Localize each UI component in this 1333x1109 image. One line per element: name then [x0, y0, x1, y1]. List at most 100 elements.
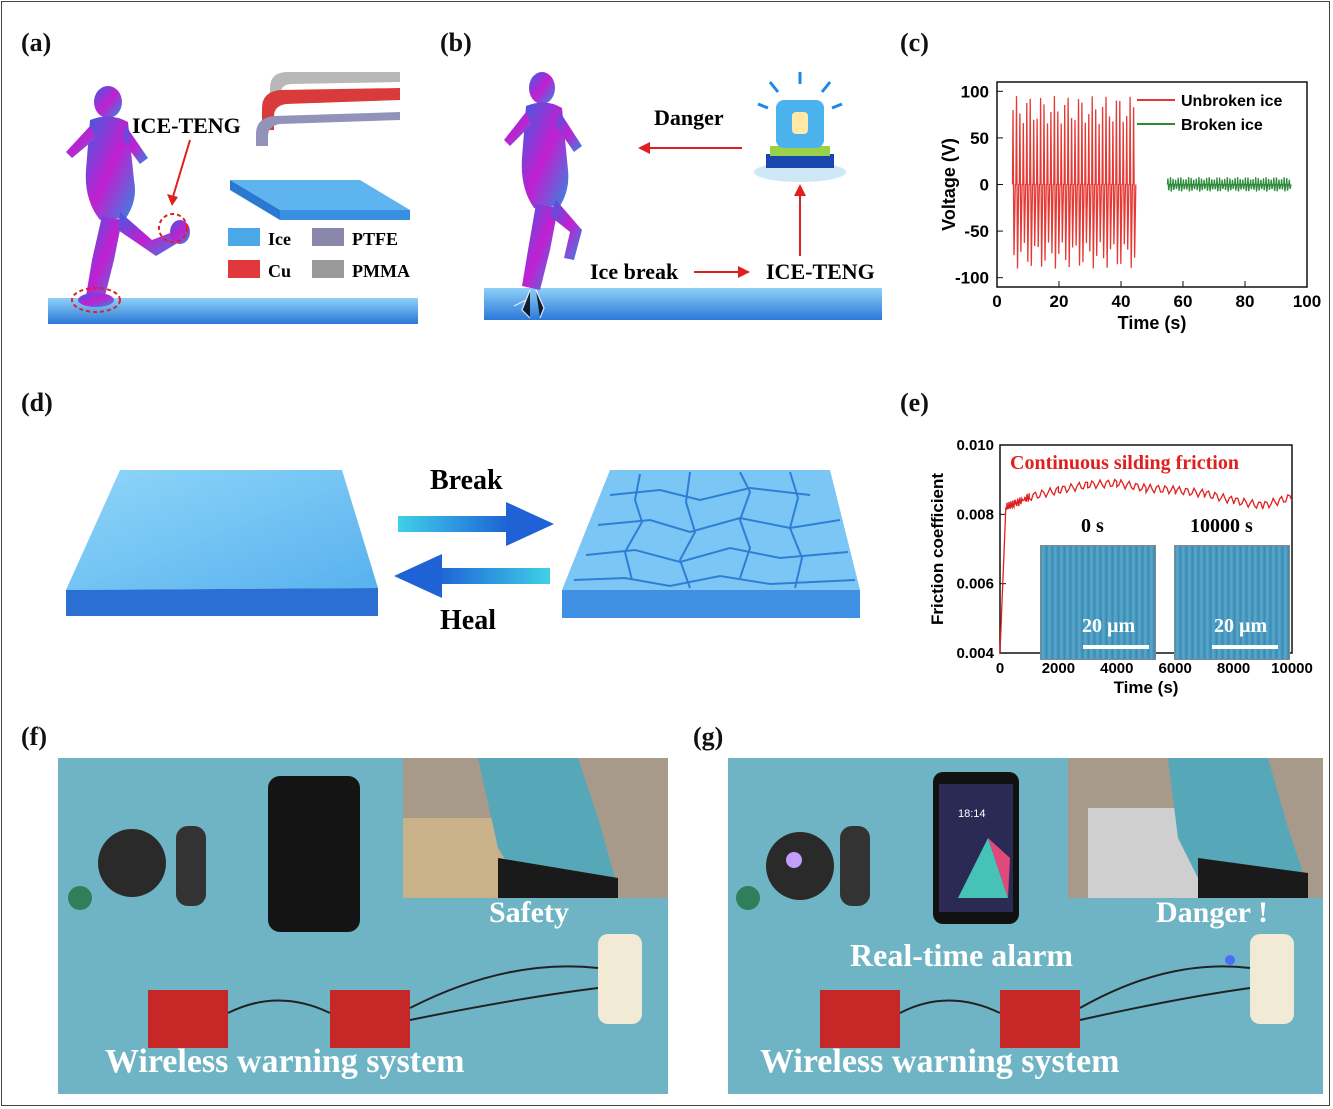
scalebar-right — [1212, 645, 1278, 649]
x-tick-label: 100 — [1293, 292, 1321, 311]
callout-circle-sole — [71, 287, 121, 313]
panel-a-illustration — [48, 72, 418, 324]
y-tick-label: 0.008 — [956, 506, 994, 523]
caption-wireless-warning-g: Wireless warning system — [760, 1043, 1120, 1080]
panel-label-d: (d) — [21, 388, 53, 417]
x-axis-title: Time (s) — [1114, 678, 1179, 697]
friction-series-line — [999, 478, 1293, 654]
panel-label-a: (a) — [21, 28, 52, 57]
power-led-lit — [1225, 955, 1235, 965]
real-time-alarm-label: Real-time alarm — [850, 937, 1074, 973]
legend-label-broken: Broken ice — [1181, 117, 1263, 134]
x-tick-label: 4000 — [1100, 660, 1133, 677]
callout-arrow — [171, 139, 191, 201]
legend-swatch-cu — [228, 260, 260, 278]
danger-status-label: Danger ! — [1156, 896, 1268, 929]
y-tick-label: 0 — [980, 176, 989, 195]
caption-wireless-warning-f: Wireless warning system — [105, 1043, 465, 1080]
legend-swatch-ice — [228, 228, 260, 246]
heal-arrow — [438, 568, 550, 584]
inset-label-0s: 0 s — [1081, 515, 1104, 537]
y-tick-label: 100 — [961, 82, 989, 101]
danger-arrowhead — [638, 142, 650, 154]
intact-ice-slab — [66, 470, 378, 616]
panel-b-illustration — [484, 72, 882, 320]
y-tick-label: 0.010 — [956, 437, 994, 454]
inset-label-10000s: 10000 s — [1190, 515, 1253, 537]
antenna-module-g — [840, 826, 870, 906]
x-tick-label: 0 — [996, 660, 1004, 677]
legend-label-ice: Ice — [268, 229, 291, 249]
ice-ground-b — [484, 288, 882, 320]
heal-arrowhead — [394, 554, 442, 598]
friction-chart-title: Continuous silding friction — [1010, 452, 1239, 474]
callout-arrowhead — [167, 194, 178, 206]
x-tick-label: 0 — [992, 292, 1001, 311]
series-line-unbroken — [1011, 95, 1137, 269]
y-axis-title: Voltage (V) — [939, 138, 959, 231]
inset-micrograph-10000s — [1174, 545, 1290, 660]
y-tick-label: -100 — [955, 269, 989, 288]
relay-board-2 — [330, 990, 410, 1048]
x-tick-label: 2000 — [1042, 660, 1075, 677]
x-tick-label: 40 — [1112, 292, 1131, 311]
relay-board-1 — [148, 990, 228, 1048]
legend-label-unbroken: Unbroken ice — [1181, 93, 1282, 110]
break-arrow — [398, 516, 508, 532]
x-tick-label: 80 — [1236, 292, 1255, 311]
receiver-board — [98, 829, 166, 897]
callout-circle-heel — [158, 213, 188, 243]
buzzer — [68, 886, 92, 910]
series-line-broken — [1166, 176, 1292, 192]
wires — [227, 965, 599, 1021]
legend-label-ptfe: PTFE — [352, 229, 399, 249]
danger-label: Danger — [654, 105, 724, 130]
scalebar-label-left: 20 µm — [1082, 615, 1136, 637]
panel-d-illustration — [66, 470, 860, 618]
wires-g — [899, 965, 1251, 1021]
runner-figure-b — [504, 72, 582, 290]
power-bank-g — [1250, 934, 1294, 1024]
scalebar-left — [1083, 645, 1149, 649]
panel-label-b: (b) — [440, 28, 472, 57]
legend-label-pmma: PMMA — [352, 261, 410, 281]
x-tick-label: 10000 — [1271, 660, 1313, 677]
relay-board-2-g — [1000, 990, 1080, 1048]
phone-time: 18:14 — [958, 808, 986, 820]
panel-label-c: (c) — [900, 28, 929, 57]
ice-cracks — [513, 289, 545, 319]
alarm-lamp-icon — [754, 72, 846, 182]
runner-figure — [66, 86, 190, 307]
heal-label: Heal — [440, 605, 496, 636]
y-axis-title: Friction coefficient — [928, 473, 947, 625]
safety-status-label: Safety — [489, 896, 569, 929]
legend-swatch-pmma — [312, 260, 344, 278]
receiver-board-g — [766, 832, 834, 900]
panel-label-g: (g) — [693, 722, 724, 751]
inset-micrograph-0s — [1040, 545, 1156, 660]
x-tick-label: 20 — [1050, 292, 1069, 311]
y-tick-label: 0.004 — [956, 645, 994, 662]
teng-label-b: ICE-TENG — [766, 259, 875, 284]
relay-board-1-g — [820, 990, 900, 1048]
y-tick-label: -50 — [964, 222, 989, 241]
break-arrowhead — [506, 502, 554, 546]
photo-danger-state — [728, 758, 1323, 1094]
break-to-teng-arrowhead — [738, 266, 750, 278]
buzzer-g — [736, 886, 760, 910]
phone-dark — [268, 776, 360, 932]
broken-ice-slab — [562, 470, 860, 618]
y-tick-label: 50 — [970, 129, 989, 148]
panel-label-e: (e) — [900, 388, 929, 417]
scalebar-label-right: 20 µm — [1214, 615, 1268, 637]
y-tick-label: 0.006 — [956, 576, 994, 593]
x-axis-title: Time (s) — [1118, 313, 1187, 333]
callout-ice-teng-label: ICE-TENG — [132, 113, 241, 138]
ice-break-label: Ice break — [590, 259, 679, 284]
legend-swatch-ptfe — [312, 228, 344, 246]
receiver-led-lit — [786, 852, 802, 868]
